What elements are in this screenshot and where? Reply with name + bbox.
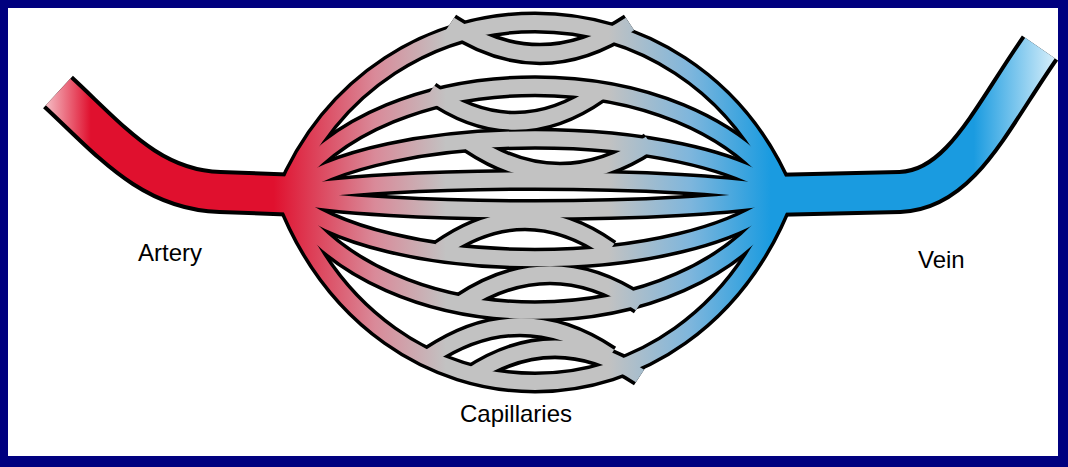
edge-mask bbox=[8, 8, 38, 208]
white-panel: Artery VeinCapillaries bbox=[8, 8, 1058, 456]
capillary-outline bbox=[285, 23, 785, 383]
vessel-label: Artery bbox=[138, 239, 202, 268]
vessel-label: Capillaries bbox=[460, 400, 572, 429]
capillary-fill bbox=[285, 23, 785, 383]
capillary-bed-illustration bbox=[8, 8, 1058, 456]
vessel-label: Vein bbox=[918, 246, 965, 275]
